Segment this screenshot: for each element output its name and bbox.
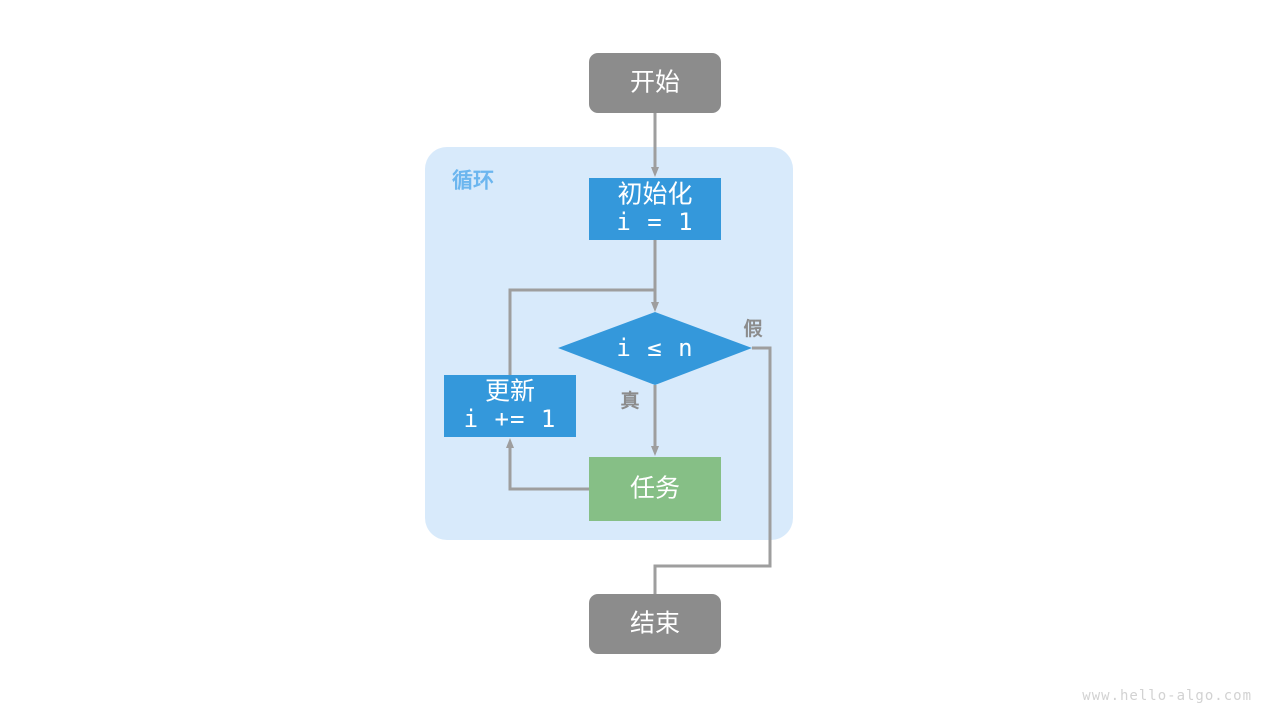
node-end[interactable]: 结束 bbox=[589, 594, 721, 654]
node-update-label-line2: i += 1 bbox=[464, 405, 557, 433]
node-task-label: 任务 bbox=[630, 475, 680, 503]
node-decision-shape bbox=[558, 312, 752, 385]
node-init-label-line1: 初始化 bbox=[617, 181, 692, 209]
node-end-shape bbox=[589, 594, 721, 654]
edge-update-to-decision bbox=[508, 288, 655, 375]
edge-decision-false-to-end bbox=[651, 346, 772, 617]
node-task-shape bbox=[589, 457, 721, 521]
node-init-shape bbox=[589, 178, 721, 240]
edge-task-to-update bbox=[506, 438, 589, 491]
watermark: www.hello-algo.com bbox=[1082, 688, 1252, 704]
node-update-label-line1: 更新 bbox=[485, 378, 535, 406]
node-decision[interactable]: i ≤ n bbox=[558, 312, 752, 385]
node-start-label: 开始 bbox=[630, 69, 680, 97]
node-init-label-line2: i = 1 bbox=[616, 208, 693, 236]
edge-label-true: 真 bbox=[620, 389, 639, 412]
loop-group-label: 循环 bbox=[452, 169, 494, 193]
node-task[interactable]: 任务 bbox=[589, 457, 721, 521]
node-end-label: 结束 bbox=[630, 610, 680, 638]
node-start-shape bbox=[589, 53, 721, 113]
node-start[interactable]: 开始 bbox=[589, 53, 721, 113]
node-decision-label: i ≤ n bbox=[616, 334, 693, 362]
edge-label-false: 假 bbox=[743, 317, 762, 340]
node-update-shape bbox=[444, 375, 576, 437]
node-update[interactable]: 更新 i += 1 bbox=[444, 375, 576, 437]
node-init[interactable]: 初始化 i = 1 bbox=[589, 178, 721, 240]
